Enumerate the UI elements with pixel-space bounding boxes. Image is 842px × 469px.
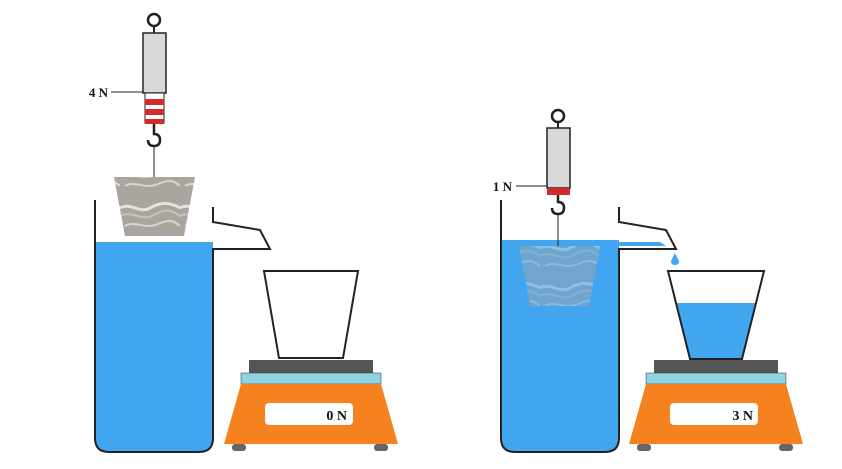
left-overflow-beaker <box>94 200 272 453</box>
right-catch-cup <box>666 270 766 360</box>
right-spring-reading: 1 N <box>493 179 513 194</box>
right-scale-reading: 3 N <box>732 409 753 424</box>
left-beaker-water <box>95 242 213 452</box>
left-scale-reading: 0 N <box>326 409 347 424</box>
left-setup: 4 N 0 N <box>89 12 398 453</box>
water-drop <box>671 253 679 265</box>
right-setup: 1 N 3 N <box>493 108 803 453</box>
left-catch-cup <box>262 270 360 359</box>
right-overflow-beaker <box>500 200 678 453</box>
left-scale-display <box>265 403 353 425</box>
right-scale-display <box>670 403 758 425</box>
left-spring-scale <box>111 12 167 148</box>
right-cup-water <box>677 303 755 359</box>
right-stone-block <box>519 246 600 306</box>
left-stone-block <box>114 177 195 236</box>
left-kitchen-scale <box>224 360 398 451</box>
left-spring-reading: 4 N <box>89 85 109 100</box>
right-kitchen-scale <box>629 360 803 451</box>
right-spring-scale <box>516 108 571 216</box>
